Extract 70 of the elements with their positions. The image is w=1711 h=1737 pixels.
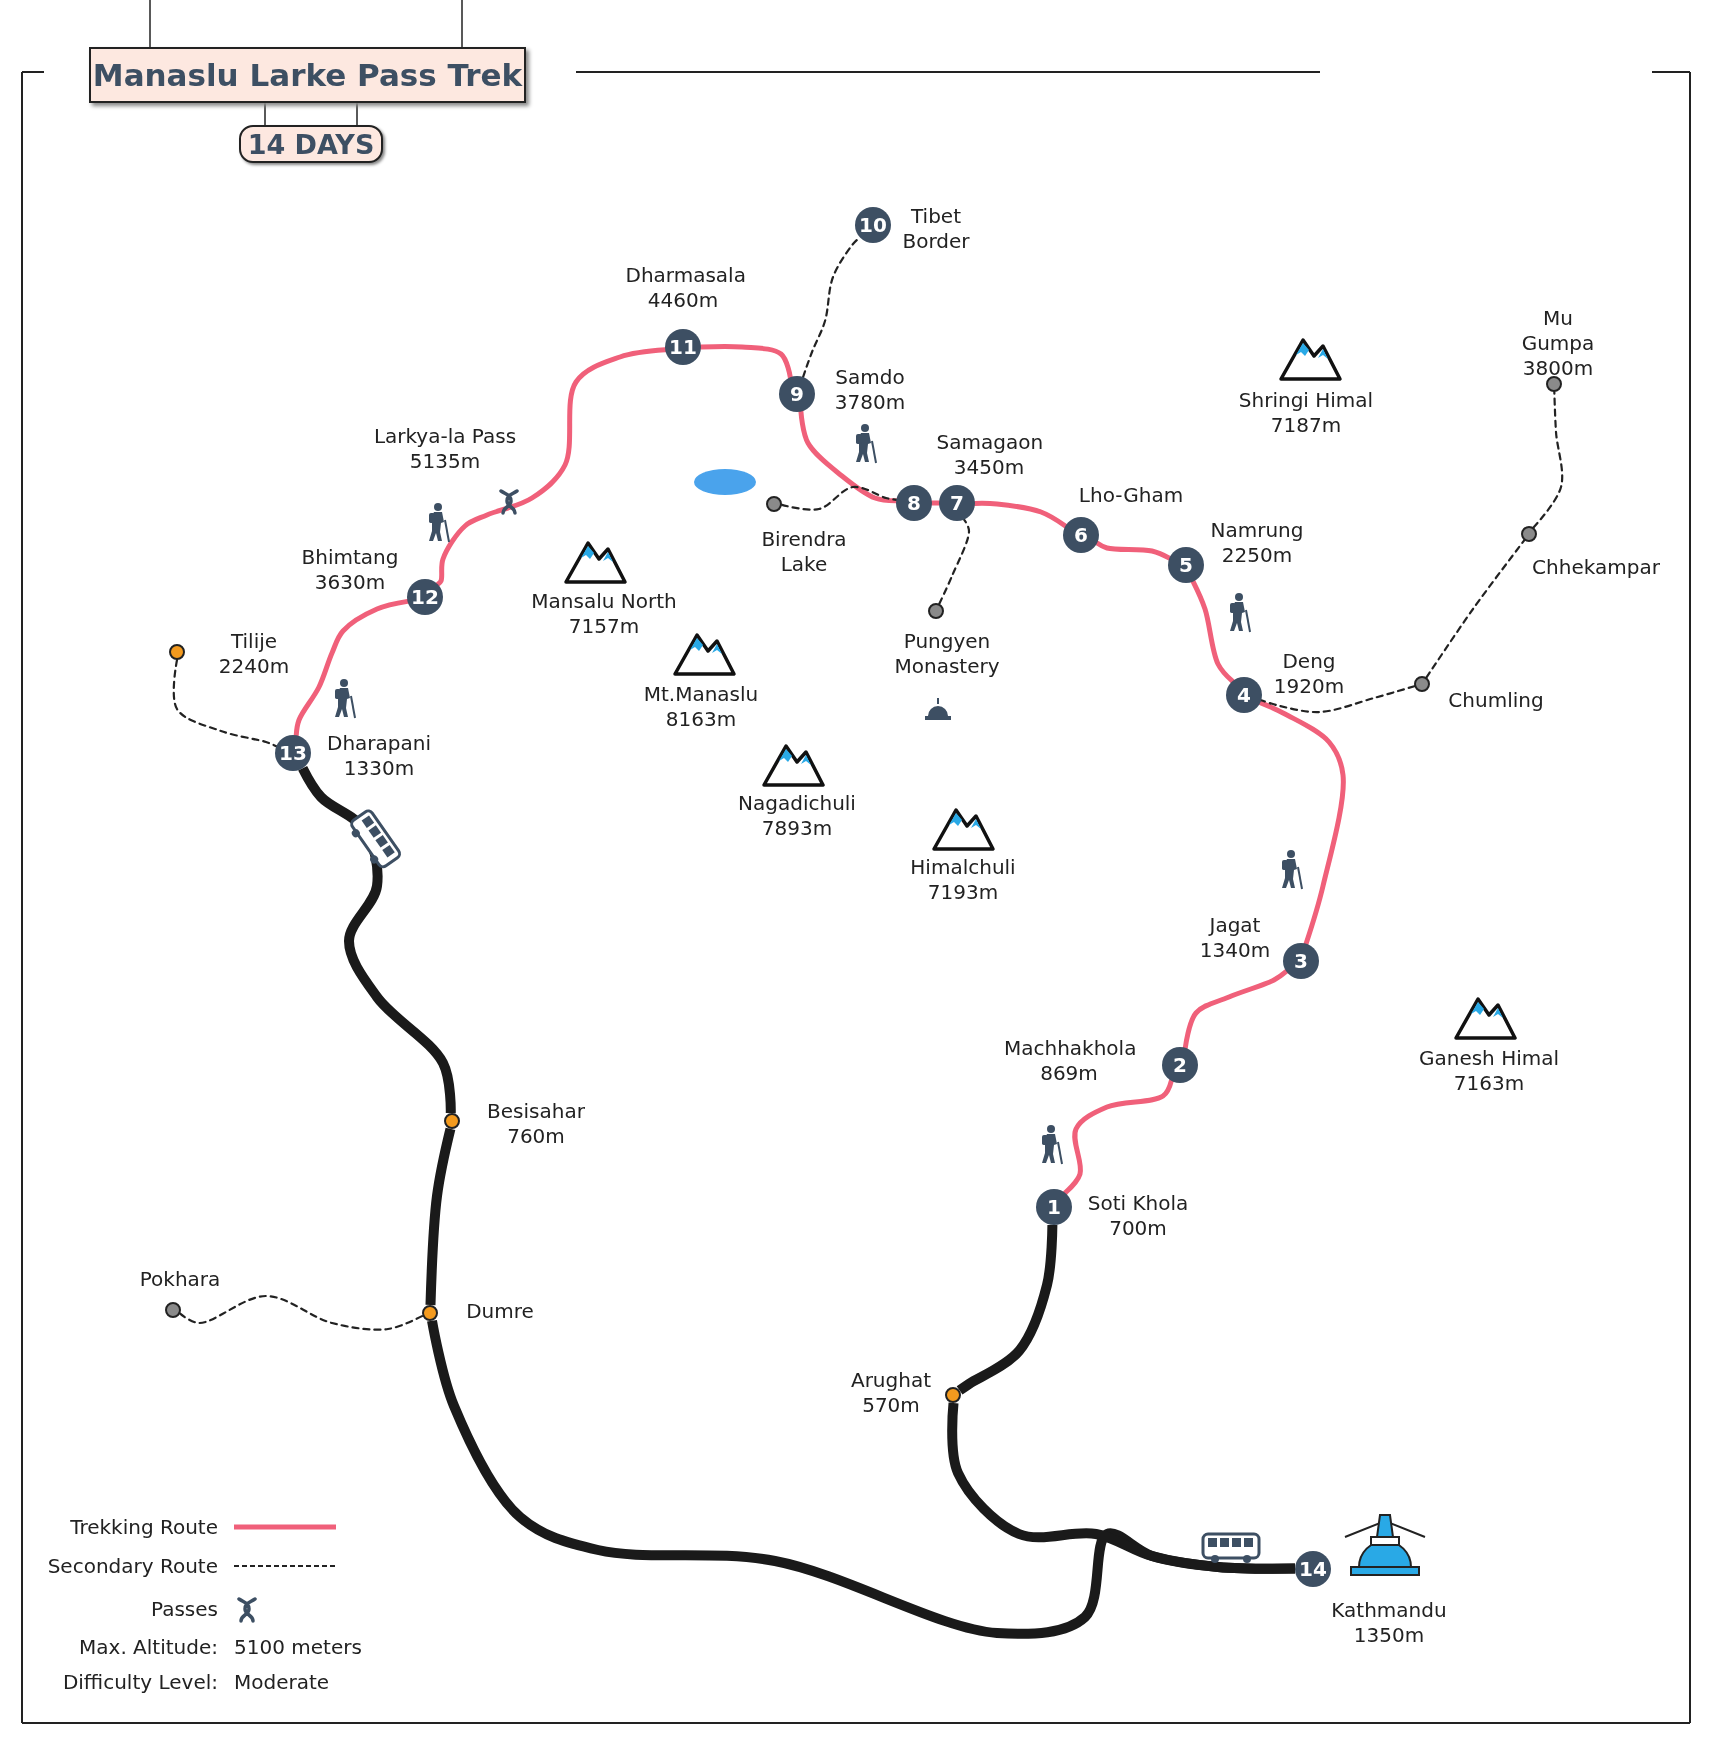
duration-badge: 14 DAYS (239, 125, 383, 163)
place-label: Tilije 2240m (217, 629, 291, 679)
secondary-route-line (1425, 539, 1526, 679)
info-value: 5100 meters (234, 1634, 362, 1660)
place-label: Besisahar 760m (486, 1099, 586, 1149)
stop-number: 12 (410, 584, 440, 611)
stop-marker (896, 485, 932, 521)
trekking-route-line (1182, 968, 1289, 1051)
stop-number: 9 (789, 381, 805, 408)
secondary-route-line (780, 485, 898, 511)
secondary-route-line (1260, 685, 1416, 714)
stop-number: 4 (1236, 682, 1252, 709)
place-label: Bhimtang 3630m (300, 545, 400, 595)
trekking-route-line (1062, 1078, 1174, 1196)
place-label: Namrung 2250m (1209, 518, 1305, 568)
stop-number: 13 (278, 740, 308, 767)
place-label: Lho-Gham (1078, 482, 1184, 508)
place-label: Mu Gumpa 3800m (1520, 305, 1596, 381)
trekking-route-line (1190, 579, 1235, 684)
place-label: Soti Khola 700m (1086, 1191, 1190, 1241)
stop-number: 7 (949, 490, 965, 517)
road-line (956, 1224, 1058, 1395)
road-line (298, 765, 456, 1114)
stop-number: 14 (1298, 1556, 1328, 1583)
peak-label: Mt.Manaslu 8163m (642, 682, 760, 732)
peak-label: Shringi Himal 7187m (1237, 388, 1375, 438)
place-label: Chumling (1448, 687, 1544, 713)
secondary-route-line (938, 518, 971, 605)
stop-number: 3 (1293, 948, 1309, 975)
place-label: Pokhara (139, 1266, 221, 1292)
peak-label: Nagadichuli 7893m (737, 791, 857, 841)
stop-number: 8 (906, 490, 922, 517)
trekking-route-line (293, 598, 411, 738)
peak-label: Himalchuli 7193m (909, 855, 1017, 905)
place-label: Machhakhola 869m (1004, 1036, 1134, 1086)
info-label: Max. Altitude: (79, 1634, 218, 1660)
secondary-route-line (179, 1294, 424, 1331)
road-line (425, 1127, 456, 1306)
secondary-route-line (1532, 390, 1564, 529)
place-label: Kathmandu 1350m (1330, 1598, 1448, 1648)
road-line (947, 1402, 1296, 1574)
place-label: Dumre (466, 1298, 534, 1324)
stop-number: 5 (1178, 552, 1194, 579)
secondary-route-line (172, 658, 278, 748)
trekking-route-line (1257, 700, 1346, 947)
place-label: Samdo 3780m (833, 365, 907, 415)
stop-number: 1 (1046, 1194, 1062, 1221)
legend-label: Passes (151, 1596, 218, 1622)
trekking-route-line (1094, 540, 1172, 561)
place-label: Chhekampar (1532, 554, 1660, 580)
place-label: Samagaon 3450m (936, 430, 1042, 480)
place-label: Tibet Border (901, 204, 971, 254)
place-label: Jagat 1340m (1198, 913, 1272, 963)
place-label: Arughat 570m (849, 1368, 933, 1418)
legend-label: Trekking Route (70, 1514, 218, 1540)
stop-number: 10 (858, 212, 888, 239)
info-value: Moderate (234, 1669, 330, 1695)
place-label: Birendra Lake (760, 527, 848, 577)
peak-label: Mansalu North 7157m (530, 589, 678, 639)
place-label: Deng 1920m (1272, 649, 1346, 699)
stop-number: 6 (1073, 522, 1089, 549)
place-label: Dharapani 1330m (326, 731, 432, 781)
stop-number: 2 (1172, 1052, 1188, 1079)
stop-number: 11 (668, 334, 698, 361)
title-banner: Manaslu Larke Pass Trek (89, 47, 526, 103)
pass-label: Larkya-la Pass 5135m (372, 424, 518, 474)
info-label: Difficulty Level: (62, 1669, 218, 1695)
place-label: Pungyen Monastery (893, 629, 1001, 679)
legend-label: Secondary Route (47, 1553, 218, 1579)
peak-label: Ganesh Himal 7163m (1417, 1046, 1561, 1096)
